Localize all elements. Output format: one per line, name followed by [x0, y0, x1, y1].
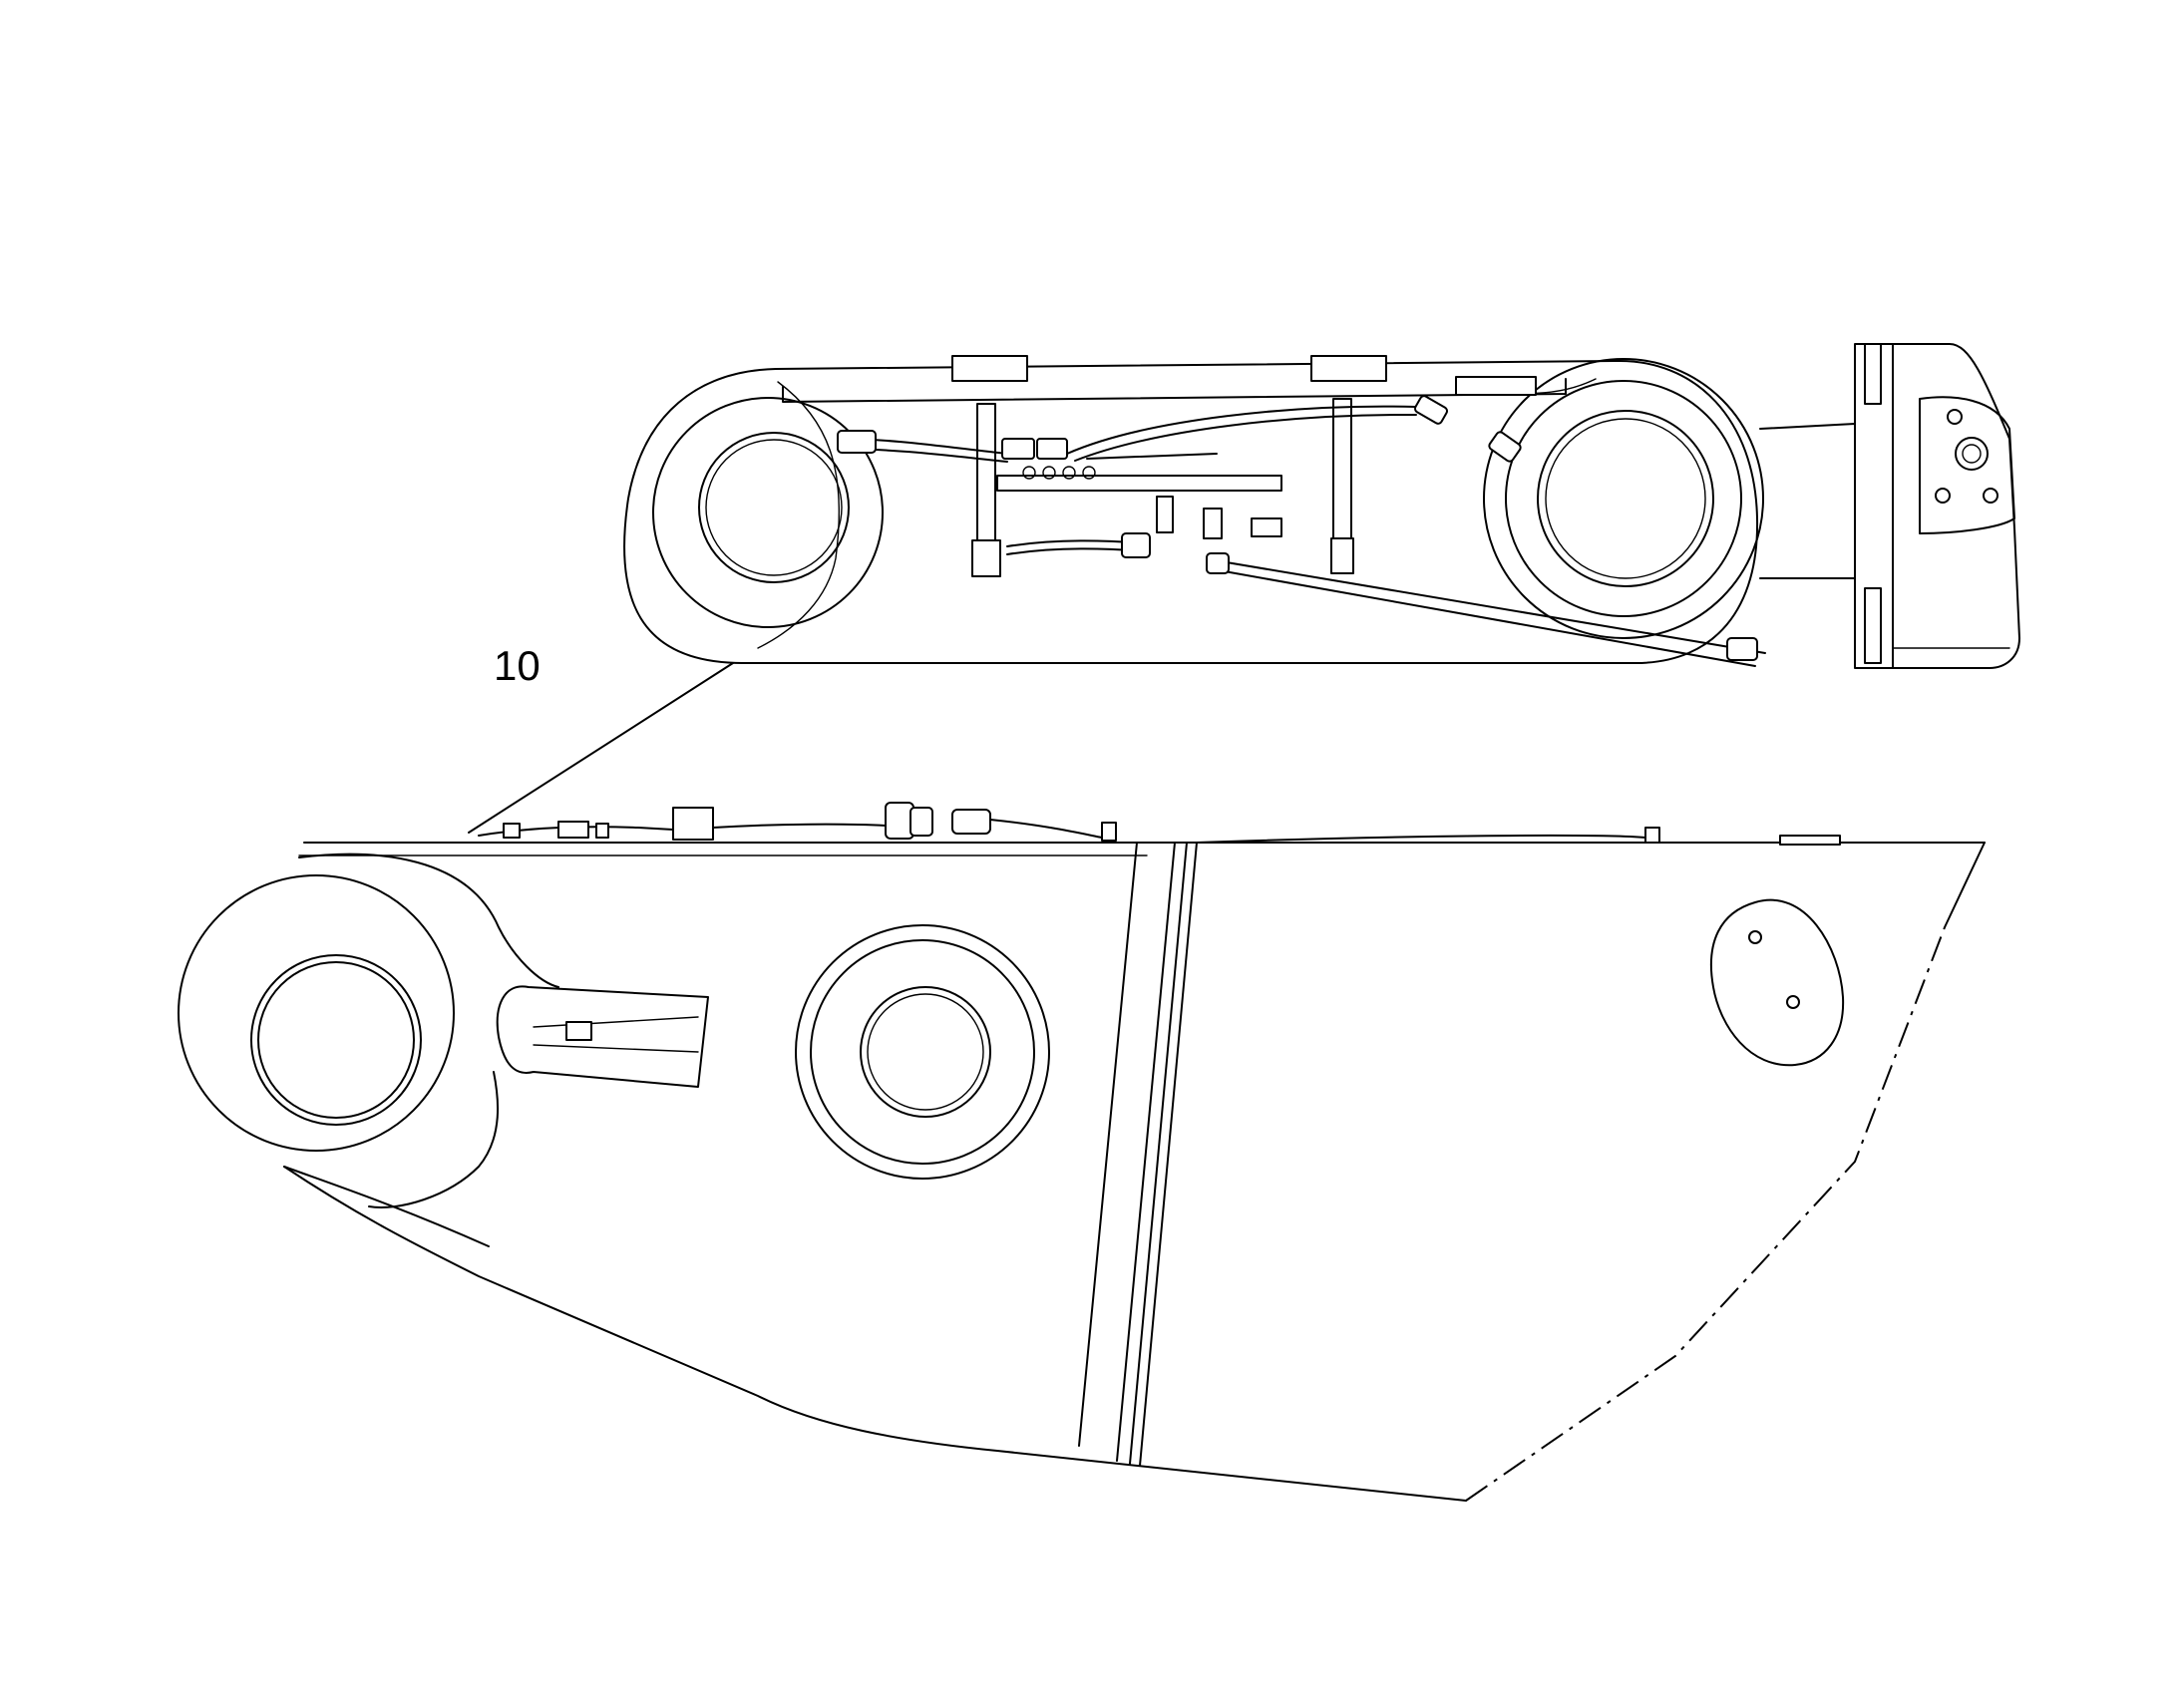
left-boss: [178, 853, 559, 1208]
boom-section-side-view: [178, 802, 1986, 1502]
right-bore: [1483, 358, 1764, 639]
lug: [496, 985, 709, 1088]
callout-10-leader-line: [468, 662, 734, 834]
callout-10-label: 10: [494, 642, 541, 689]
hose-fittings: [837, 395, 1758, 661]
end-flange: [1759, 343, 2020, 669]
left-bore: [652, 397, 884, 628]
top-fittings: [478, 802, 1841, 846]
callout-10: 10: [468, 642, 734, 834]
weld-seam: [1078, 842, 1198, 1467]
manifold-ports: [1022, 466, 1096, 480]
arm-assembly-top-view: [623, 343, 2020, 669]
oval-plate: [1709, 898, 1845, 1067]
middle-bore: [795, 924, 1050, 1180]
